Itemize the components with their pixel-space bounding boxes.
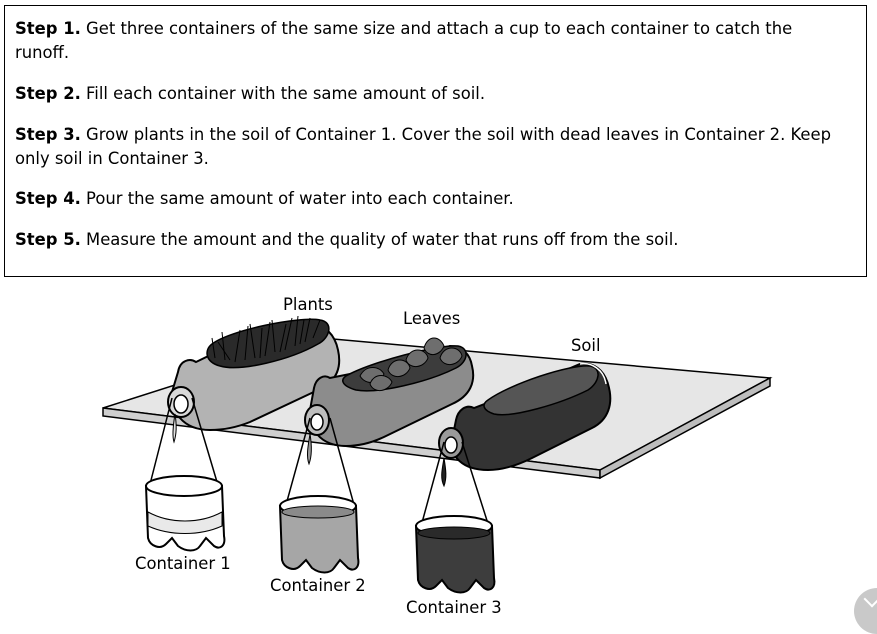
step-2-text: Fill each container with the same amount… xyxy=(86,84,486,103)
label-leaves: Leaves xyxy=(403,309,461,328)
step-5-label: Step 5. xyxy=(15,230,81,249)
cup-1 xyxy=(144,475,226,552)
cup-3 xyxy=(414,515,496,594)
step-4-label: Step 4. xyxy=(15,189,81,208)
step-1-text: Get three containers of the same size an… xyxy=(15,19,793,62)
table-edge-side xyxy=(599,376,771,480)
bottle-leaves xyxy=(304,337,475,448)
scroll-down-button[interactable] xyxy=(854,588,877,634)
label-soil: Soil xyxy=(571,336,601,355)
cup-2 xyxy=(278,495,360,574)
step-4: Step 4. Pour the same amount of water in… xyxy=(15,187,845,211)
label-plants: Plants xyxy=(283,295,333,314)
step-4-text: Pour the same amount of water into each … xyxy=(86,189,514,208)
label-container-3: Container 3 xyxy=(406,598,502,617)
chevron-down-icon xyxy=(863,590,877,608)
step-1: Step 1. Get three containers of the same… xyxy=(15,17,845,65)
procedure-box: Step 1. Get three containers of the same… xyxy=(4,5,867,277)
bottle-soil xyxy=(438,362,612,472)
step-5: Step 5. Measure the amount and the quali… xyxy=(15,228,845,252)
experiment-drawing xyxy=(102,315,773,594)
experiment-illustration: Plants Leaves Soil Container 1 Container… xyxy=(0,280,877,624)
bottle-plants xyxy=(167,315,341,432)
step-2-label: Step 2. xyxy=(15,84,81,103)
step-1-label: Step 1. xyxy=(15,19,81,38)
step-2: Step 2. Fill each container with the sam… xyxy=(15,82,845,106)
step-5-text: Measure the amount and the quality of wa… xyxy=(86,230,679,249)
runoff-drips xyxy=(172,413,447,488)
step-3-label: Step 3. xyxy=(15,125,81,144)
step-3-text: Grow plants in the soil of Container 1. … xyxy=(15,125,832,168)
label-container-2: Container 2 xyxy=(270,576,366,595)
label-container-1: Container 1 xyxy=(135,554,231,573)
step-3: Step 3. Grow plants in the soil of Conta… xyxy=(15,123,845,171)
